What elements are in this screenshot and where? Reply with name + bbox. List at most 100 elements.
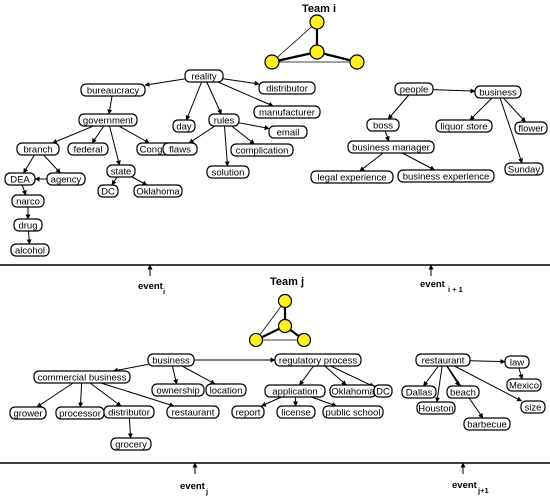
- node-complication: complication: [230, 143, 294, 157]
- edge-government-to-federal: [91, 125, 105, 144]
- node-bureaucracy: bureaucracy: [80, 83, 146, 97]
- edge-business_j-to-location: [181, 365, 216, 385]
- edge-restaurant_r-to-dallas: [423, 365, 439, 387]
- node-day: day: [172, 119, 196, 133]
- node-label: boss: [373, 120, 393, 131]
- node-label: law: [510, 357, 524, 368]
- node-box: [106, 164, 136, 178]
- node-box: [231, 405, 265, 419]
- node-label: ownership: [156, 385, 199, 396]
- node-label: beach: [450, 387, 476, 398]
- node-label: flaws: [169, 144, 191, 155]
- edge-business_manager-to-business_exp: [402, 152, 436, 171]
- node-label: liquor store: [441, 121, 488, 132]
- node-box: [33, 370, 131, 384]
- node-box: [514, 121, 548, 135]
- edge-boss-to-business_manager: [384, 130, 390, 142]
- edge-business_i-to-sunday: [499, 97, 523, 164]
- node-oklahoma-j: Oklahoma: [329, 384, 377, 398]
- node-report: report: [231, 405, 265, 419]
- node-box: [147, 353, 195, 367]
- node-box: [373, 384, 393, 398]
- node-box: [13, 218, 43, 232]
- node-alcohol: alcohol: [10, 243, 50, 257]
- node-state: state: [106, 164, 136, 178]
- node-box: [268, 125, 308, 139]
- node-label: barbecue: [467, 419, 507, 430]
- node-box: [401, 385, 437, 399]
- node-label: Oklahoma: [331, 386, 375, 397]
- node-label: federal: [73, 144, 102, 155]
- edge-state-to-oklahoma_i: [131, 176, 148, 186]
- node-label: business manager: [352, 142, 430, 153]
- node-dallas: Dallas: [401, 385, 437, 399]
- node-label: business experience: [403, 171, 490, 182]
- node-label: DEA: [10, 174, 30, 185]
- node-business-exp: business experience: [397, 169, 495, 183]
- node-label: regulatory process: [279, 355, 357, 366]
- edge-regulatory-to-oklahoma_j: [324, 365, 347, 386]
- node-box: [264, 384, 326, 398]
- node-box: [504, 162, 544, 176]
- node-box: [506, 378, 542, 392]
- node-business-i: business: [474, 85, 522, 99]
- edge-government-to-congress: [118, 125, 150, 144]
- node-grower: grower: [9, 406, 47, 420]
- node-regulatory: regulatory process: [274, 353, 362, 367]
- node-dea: DEA: [4, 172, 36, 186]
- node-box: [347, 140, 435, 154]
- node-box: [46, 172, 86, 186]
- node-restaurant-j: restaurant: [166, 405, 220, 419]
- edge-application-to-public_school: [311, 396, 337, 407]
- node-legal-exp: legal experience: [310, 170, 394, 184]
- edge-branch-to-dea: [23, 154, 35, 174]
- node-grocery: grocery: [110, 437, 152, 451]
- edge-business_j-to-commercial: [112, 363, 149, 373]
- node-distributor-j: distributor: [103, 405, 155, 419]
- node-label: manufacturer: [259, 107, 315, 118]
- node-label: flower: [518, 123, 543, 134]
- node-box: [205, 383, 247, 397]
- node-label: Sunday: [508, 164, 540, 175]
- node-label: Mexico: [509, 380, 539, 391]
- node-box: [520, 400, 546, 414]
- edge-rules-to-solution: [223, 125, 230, 167]
- node-dc-j: DC: [373, 384, 393, 398]
- node-business-manager: business manager: [347, 140, 435, 154]
- event-j-plus-1-subscript: j+1: [477, 486, 489, 495]
- node-label: location: [210, 385, 243, 396]
- edge-rules-to-complication: [231, 125, 255, 145]
- node-commercial: commercial business: [33, 370, 131, 384]
- node-label: day: [176, 121, 192, 132]
- edge-rules-to-email: [238, 122, 270, 131]
- node-box: [103, 405, 155, 419]
- node-box: [11, 194, 45, 208]
- team-i-title: Team i: [302, 3, 336, 15]
- node-size: size: [520, 400, 546, 414]
- edge-commercial-to-restaurant_j: [100, 382, 175, 408]
- edge-drug-to-alcohol: [26, 230, 32, 245]
- node-box: [463, 417, 511, 431]
- node-email: email: [268, 125, 308, 139]
- edge-distributor_j-to-grocery: [127, 417, 133, 439]
- node-box: [67, 142, 109, 156]
- timeline-i: event i event i + 1: [0, 264, 550, 296]
- node-label: drug: [18, 220, 37, 231]
- node-ownership: ownership: [151, 383, 205, 397]
- edge-people-to-business_i: [432, 88, 476, 94]
- node-box: [366, 118, 400, 132]
- node-box: [394, 82, 434, 96]
- node-label: DC: [101, 186, 115, 197]
- node-box: [415, 353, 471, 367]
- node-label: agency: [51, 174, 82, 185]
- edge-business_i-to-liquor_store: [469, 97, 493, 121]
- node-label: narco: [16, 196, 40, 207]
- node-mexico: Mexico: [506, 378, 542, 392]
- node-label: rules: [214, 115, 235, 126]
- node-drug: drug: [13, 218, 43, 232]
- node-label: branch: [23, 144, 52, 155]
- node-box: [16, 142, 60, 156]
- node-application: application: [264, 384, 326, 398]
